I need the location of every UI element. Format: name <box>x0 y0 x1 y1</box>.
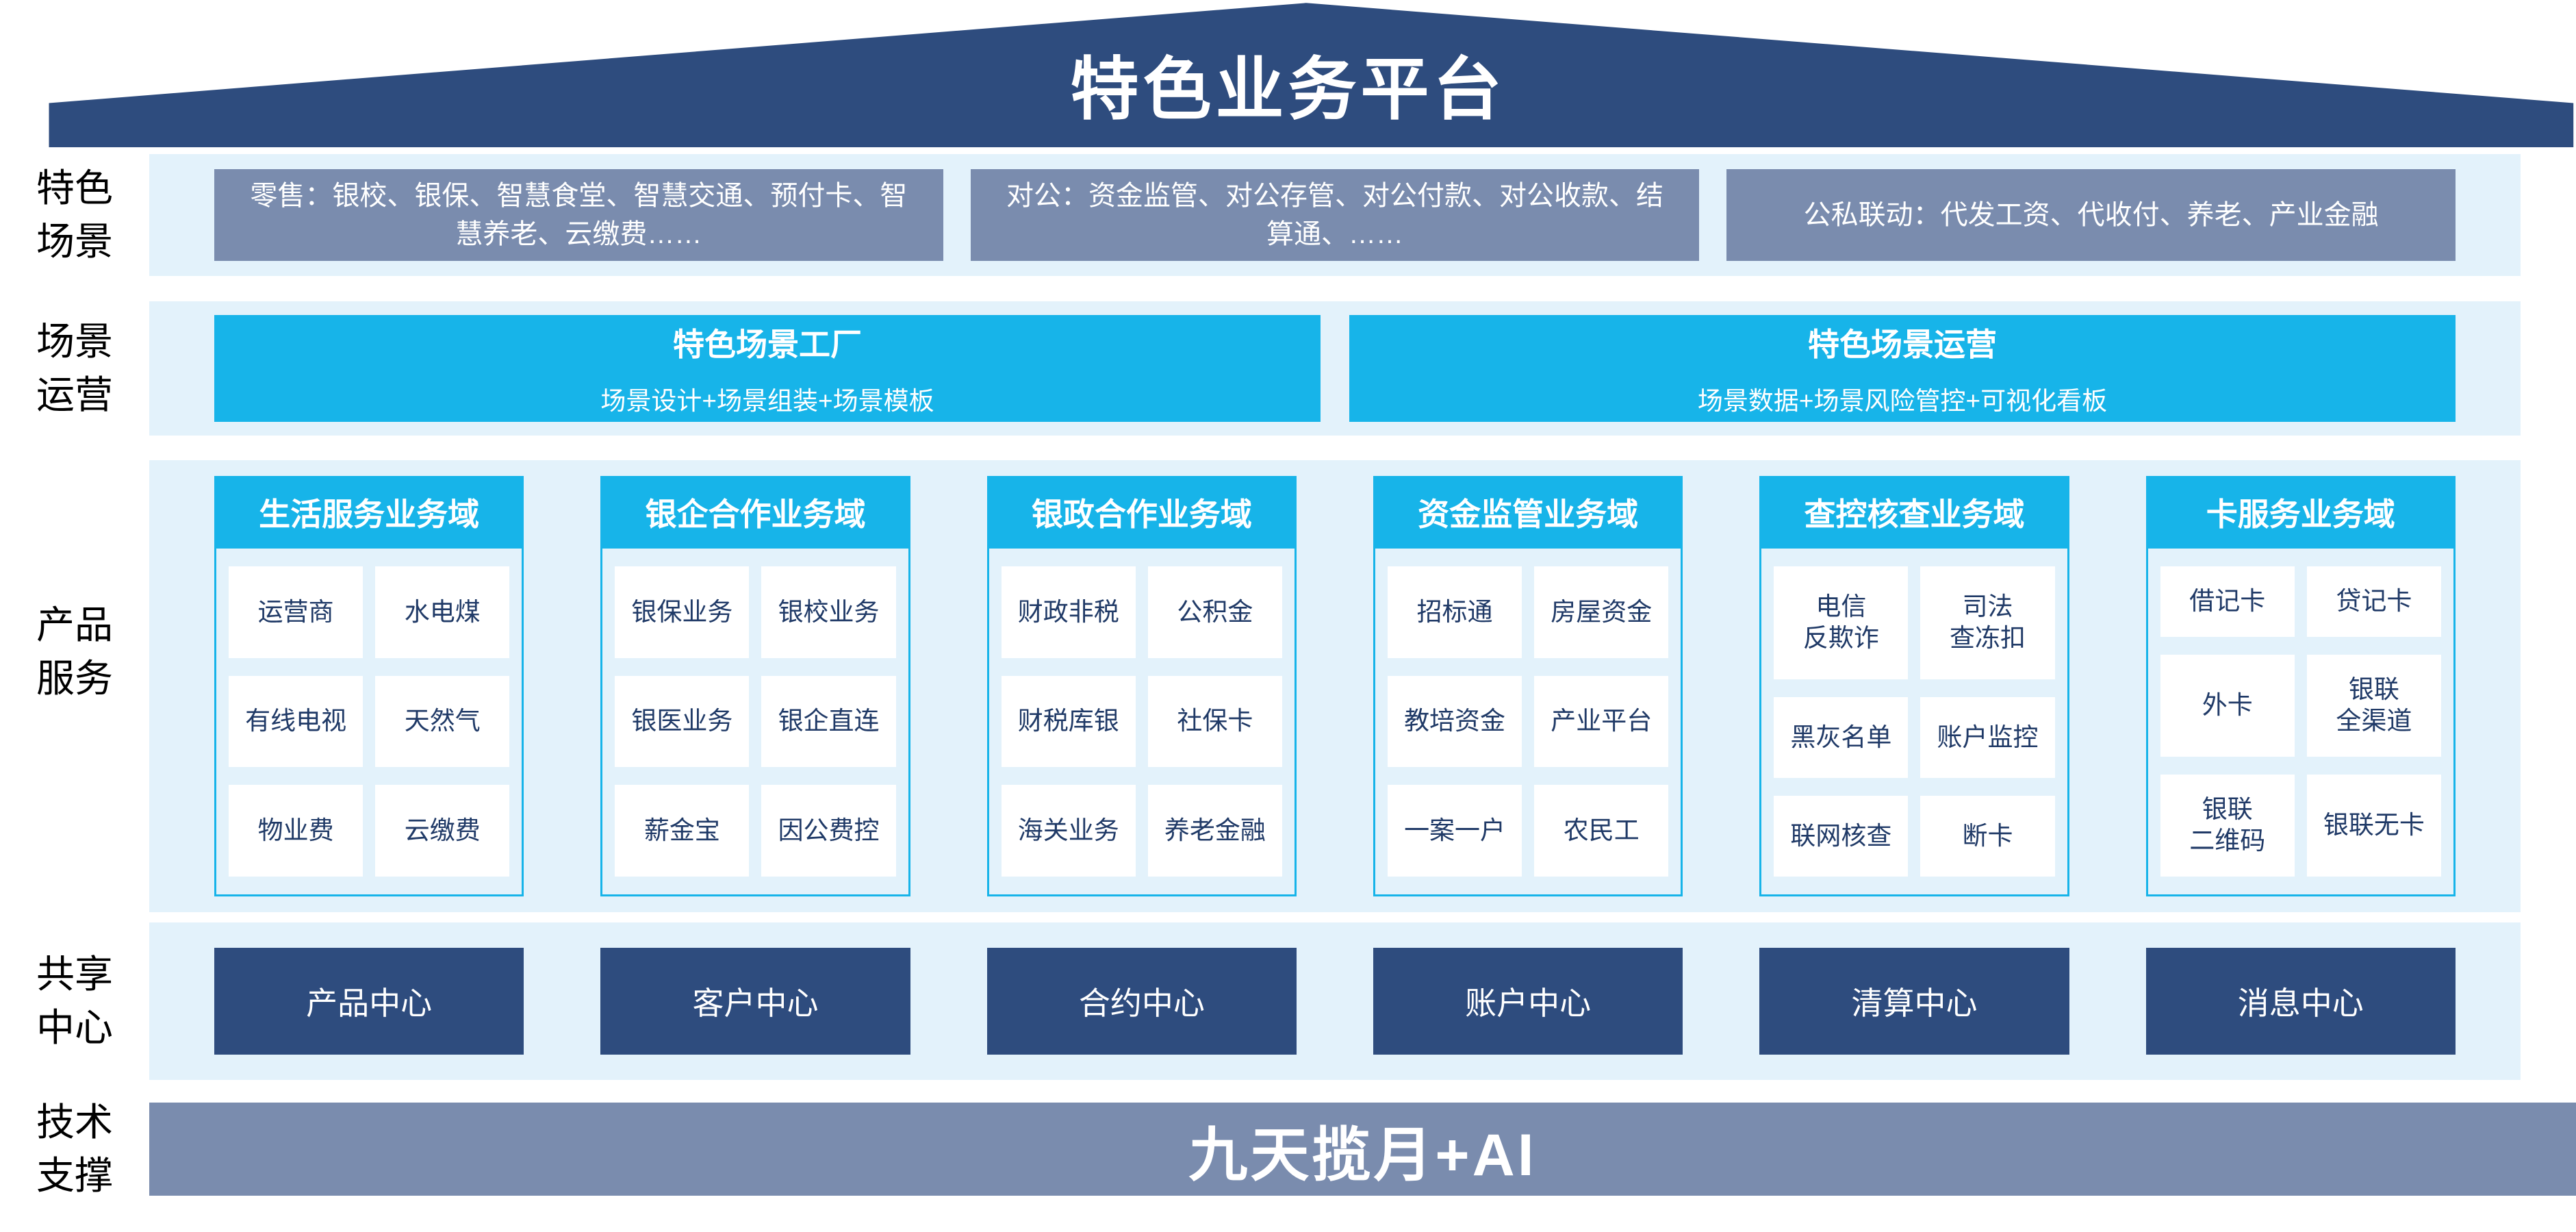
products-band: 生活服务业务域 运营商 水电煤 有线电视 天然气 物业费 云缴费 银企合作业务域… <box>149 460 2521 912</box>
domain-cell: 银保业务 <box>615 566 750 658</box>
domain-inquiry-control: 查控核查业务域 电信 反欺诈 司法 查冻扣 黑灰名单 账户监控 联网核查 断卡 <box>1759 476 2069 896</box>
domain-body: 运营商 水电煤 有线电视 天然气 物业费 云缴费 <box>214 549 524 896</box>
domain-life-services: 生活服务业务域 运营商 水电煤 有线电视 天然气 物业费 云缴费 <box>214 476 524 896</box>
domain-card-services: 卡服务业务域 借记卡 贷记卡 外卡 银联 全渠道 银联 二维码 银联无卡 <box>2145 476 2456 896</box>
domain-cell: 物业费 <box>229 785 364 877</box>
domain-cell: 银联 全渠道 <box>2306 654 2441 757</box>
domain-cell: 黑灰名单 <box>1774 696 1909 778</box>
domain-header: 生活服务业务域 <box>214 476 524 549</box>
domain-header: 卡服务业务域 <box>2145 476 2456 549</box>
operation-band: 特色场景工厂 场景设计+场景组装+场景模板 特色场景运营 场景数据+场景风险管控… <box>149 301 2521 436</box>
domain-cell: 天然气 <box>375 675 510 768</box>
domain-cell: 教培资金 <box>1387 675 1522 768</box>
scene-box-linkage: 公私联动：代发工资、代收付、养老、产业金融 <box>1726 169 2456 261</box>
domain-cell: 断卡 <box>1920 795 2055 877</box>
domain-cell: 农民工 <box>1534 785 1669 877</box>
center-product: 产品中心 <box>214 948 524 1055</box>
domain-header: 银政合作业务域 <box>986 476 1297 549</box>
domain-cell: 社保卡 <box>1147 675 1282 768</box>
domain-cell: 有线电视 <box>229 675 364 768</box>
center-message: 消息中心 <box>2145 948 2456 1055</box>
row-label-operation: 场景 运营 <box>36 319 113 416</box>
scene-box-retail: 零售：银校、银保、智慧食堂、智慧交通、预付卡、智慧养老、云缴费…… <box>214 169 943 261</box>
ops-box-title: 特色场景运营 <box>1808 327 1997 362</box>
domain-cell: 贷记卡 <box>2306 566 2441 637</box>
domain-body: 招标通 房屋资金 教培资金 产业平台 一案一户 农民工 <box>1373 549 1683 896</box>
center-customer: 客户中心 <box>600 948 910 1055</box>
center-account: 账户中心 <box>1373 948 1683 1055</box>
domain-bank-government: 银政合作业务域 财政非税 公积金 财税库银 社保卡 海关业务 养老金融 <box>986 476 1297 896</box>
ops-box-operation: 特色场景运营 场景数据+场景风险管控+可视化看板 <box>1349 315 2456 422</box>
domain-cell: 账户监控 <box>1920 696 2055 778</box>
ops-box-factory: 特色场景工厂 场景设计+场景组装+场景模板 <box>214 315 1321 422</box>
domain-cell: 联网核查 <box>1774 795 1909 877</box>
domain-cell: 财税库银 <box>1001 675 1136 768</box>
ops-box-title: 特色场景工厂 <box>673 327 862 362</box>
domain-cell: 银联无卡 <box>2306 774 2441 877</box>
domain-cell: 因公费控 <box>761 785 896 877</box>
domain-cell: 薪金宝 <box>615 785 750 877</box>
domain-bank-enterprise: 银企合作业务域 银保业务 银校业务 银医业务 银企直连 薪金宝 因公费控 <box>600 476 910 896</box>
domain-body: 电信 反欺诈 司法 查冻扣 黑灰名单 账户监控 联网核查 断卡 <box>1759 549 2069 896</box>
domain-cell: 水电煤 <box>375 566 510 658</box>
domain-cell: 海关业务 <box>1001 785 1136 877</box>
domain-cell: 银企直连 <box>761 675 896 768</box>
scene-box-corporate: 对公：资金监管、对公存管、对公付款、对公收款、结算通、…… <box>970 169 1700 261</box>
domain-cell: 云缴费 <box>375 785 510 877</box>
domain-cell: 公积金 <box>1147 566 1282 658</box>
domain-header: 银企合作业务域 <box>600 476 910 549</box>
domain-header: 资金监管业务域 <box>1373 476 1683 549</box>
domain-header: 查控核查业务域 <box>1759 476 2069 549</box>
row-label-products: 产品 服务 <box>36 603 113 700</box>
center-contract: 合约中心 <box>986 948 1297 1055</box>
domain-cell: 招标通 <box>1387 566 1522 658</box>
domain-cell: 运营商 <box>229 566 364 658</box>
domain-cell: 养老金融 <box>1147 785 1282 877</box>
domain-cell: 电信 反欺诈 <box>1774 566 1909 679</box>
domain-body: 财政非税 公积金 财税库银 社保卡 海关业务 养老金融 <box>986 549 1297 896</box>
center-clearing: 清算中心 <box>1759 948 2069 1055</box>
domain-cell: 银联 二维码 <box>2160 774 2295 877</box>
domain-cell: 司法 查冻扣 <box>1920 566 2055 679</box>
platform-banner: 特色业务平台 <box>49 3 2574 147</box>
domain-body: 银保业务 银校业务 银医业务 银企直连 薪金宝 因公费控 <box>600 549 910 896</box>
domain-cell: 财政非税 <box>1001 566 1136 658</box>
domain-cell: 银校业务 <box>761 566 896 658</box>
domain-fund-supervision: 资金监管业务域 招标通 房屋资金 教培资金 产业平台 一案一户 农民工 <box>1373 476 1683 896</box>
tech-support-bar: 九天揽月+AI <box>149 1103 2576 1196</box>
row-label-scene: 特色 场景 <box>36 166 113 263</box>
ops-box-subtitle: 场景设计+场景组装+场景模板 <box>600 387 934 415</box>
domain-cell: 产业平台 <box>1534 675 1669 768</box>
shared-band: 产品中心 客户中心 合约中心 账户中心 清算中心 消息中心 <box>149 922 2521 1080</box>
platform-title: 特色业务平台 <box>1070 51 1506 128</box>
scene-band: 零售：银校、银保、智慧食堂、智慧交通、预付卡、智慧养老、云缴费…… 对公：资金监… <box>149 154 2521 276</box>
ops-box-subtitle: 场景数据+场景风险管控+可视化看板 <box>1697 387 2108 415</box>
domain-body: 借记卡 贷记卡 外卡 银联 全渠道 银联 二维码 银联无卡 <box>2145 549 2456 896</box>
domain-cell: 外卡 <box>2160 654 2295 757</box>
domain-cell: 房屋资金 <box>1534 566 1669 658</box>
row-label-shared: 共享 中心 <box>36 952 113 1049</box>
domain-cell: 一案一户 <box>1387 785 1522 877</box>
row-label-tech: 技术 支撑 <box>36 1100 113 1197</box>
domain-cell: 借记卡 <box>2160 566 2295 637</box>
domain-cell: 银医业务 <box>615 675 750 768</box>
